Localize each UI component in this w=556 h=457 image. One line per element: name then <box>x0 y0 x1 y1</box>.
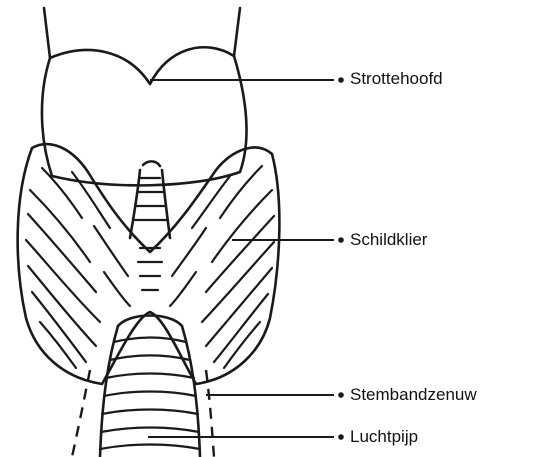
leader-nerve <box>206 392 344 398</box>
label-larynx: Strottehoofd <box>350 69 443 89</box>
leader-larynx <box>150 77 344 83</box>
trachea-lower <box>100 316 200 457</box>
label-thyroid: Schildklier <box>350 230 427 250</box>
upper-trachea <box>130 161 170 238</box>
leader-trachea <box>148 434 344 440</box>
label-nerve: Stembandzenuw <box>350 385 477 405</box>
isthmus-marks <box>138 248 162 290</box>
label-trachea: Luchtpijp <box>350 427 418 447</box>
leader-thyroid <box>232 237 344 243</box>
